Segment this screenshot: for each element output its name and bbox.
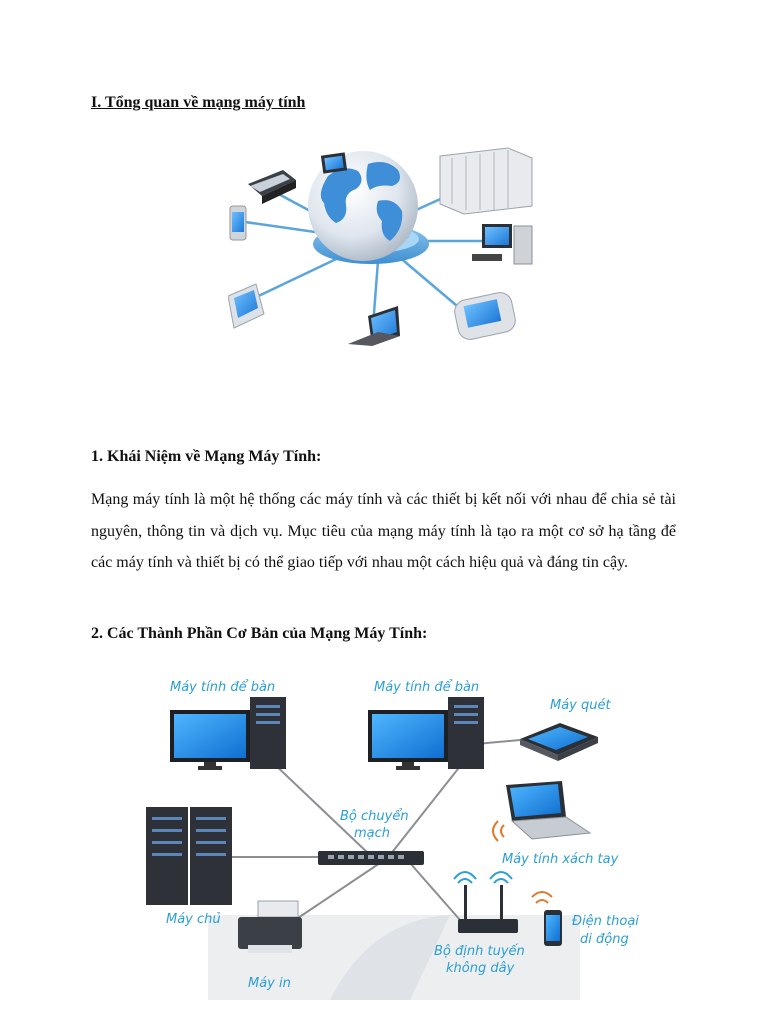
router-label-line1: Bộ định tuyến: [434, 944, 525, 959]
server-icon: [439, 147, 533, 215]
section1-title: 1. Khái Niệm về Mạng Máy Tính:: [91, 448, 322, 465]
section2-title: 2. Các Thành Phần Cơ Bản của Mạng Máy Tí…: [91, 625, 428, 642]
printer-icon: [238, 900, 302, 953]
wifi-signal-icon: [531, 891, 553, 904]
desktop1-label: Máy tính để bàn: [170, 680, 275, 695]
page-heading: I. Tổng quan về mạng máy tính: [91, 94, 306, 111]
desktop2-label: Máy tính để bàn: [374, 680, 479, 695]
router-label-line2: không dây: [446, 961, 515, 976]
laptop-label: Máy tính xách tay: [502, 852, 619, 867]
scanner-icon: [248, 170, 296, 204]
phone-label-line1: Điện thoại: [572, 914, 639, 929]
switch-label-line2: mạch: [354, 826, 390, 841]
network-globe-illustration: [228, 147, 533, 346]
printer-label: Máy in: [248, 976, 291, 991]
laptop-icon: [348, 306, 400, 346]
desktop-icon: [472, 224, 533, 265]
desktop-icon: [170, 697, 286, 770]
phone-icon: [229, 205, 247, 241]
laptop-icon: [506, 781, 592, 840]
switch-icon: [318, 851, 424, 865]
wifi-signal-icon: [492, 820, 505, 842]
section1-paragraph: Mạng máy tính là một hệ thống các máy tí…: [91, 491, 676, 571]
network-components-diagram: Máy tính để bàn Máy tính để bàn Máy quét: [146, 680, 639, 1000]
monitor-icon: [320, 152, 348, 174]
phone-icon: [454, 292, 516, 340]
phone-label-line2: di động: [580, 932, 629, 947]
scanner-icon: [520, 723, 598, 761]
server-label: Máy chủ: [166, 912, 221, 927]
phone-icon: [544, 910, 562, 946]
router-icon: [453, 871, 518, 933]
server-icon: [146, 807, 232, 905]
phone-icon: [228, 283, 265, 329]
switch-label-line1: Bộ chuyển: [340, 809, 409, 824]
globe-icon: [308, 151, 418, 261]
scanner-label: Máy quét: [550, 698, 611, 713]
desktop-icon: [368, 697, 484, 770]
